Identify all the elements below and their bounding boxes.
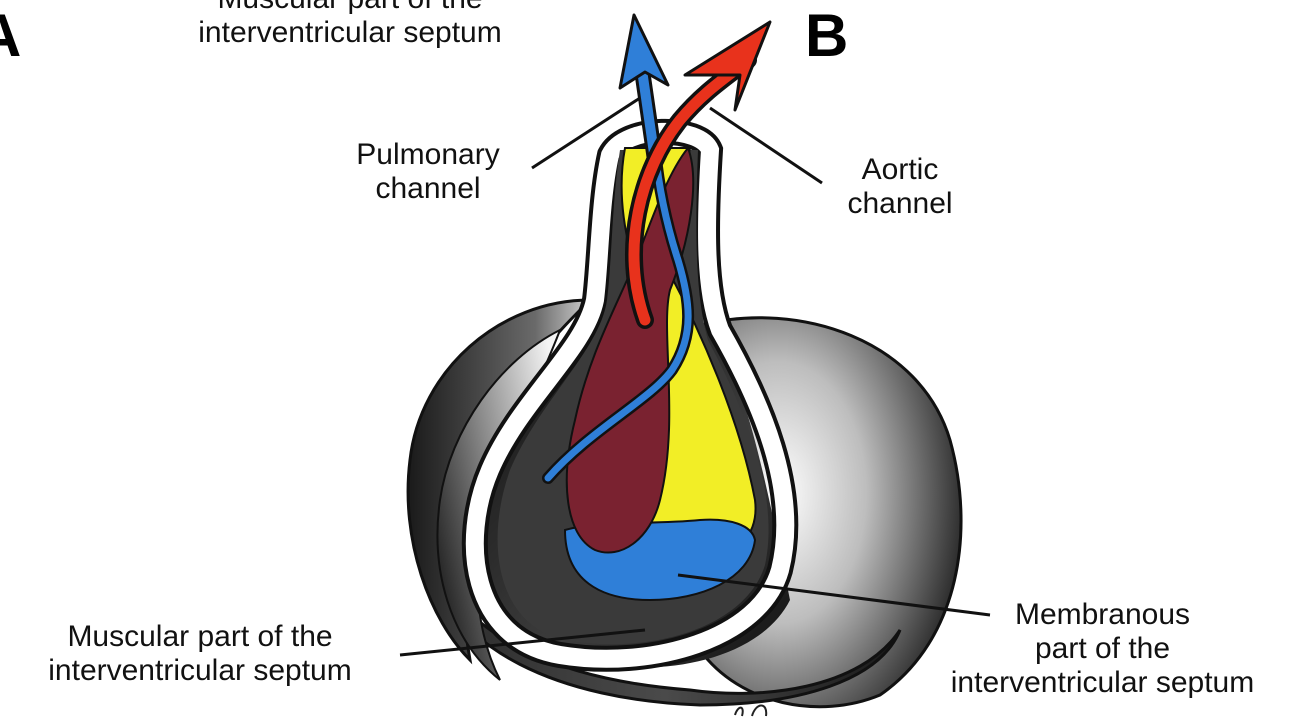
top-muscular-label-line1: Muscular part of the (150, 0, 550, 16)
pulmonary-channel-label: Pulmonary channel (328, 138, 528, 206)
aortic-channel-label: Aortic channel (820, 153, 980, 221)
muscular-label-line2: interventricular septum (0, 654, 400, 688)
pulmonary-label-line1: Pulmonary (328, 138, 528, 172)
panel-label-a: A (0, 6, 21, 66)
muscular-label-line1: Muscular part of the (0, 620, 400, 654)
signature-mark (735, 706, 766, 717)
aortic-label-line1: Aortic (820, 153, 980, 187)
top-muscular-label-line2: interventricular septum (150, 16, 550, 50)
panel-label-b: B (805, 6, 848, 66)
top-muscular-label: Muscular part of the interventricular se… (150, 0, 550, 50)
membranous-septum-label: Membranous part of the interventricular … (905, 598, 1300, 700)
pulmonary-label-line2: channel (328, 172, 528, 206)
aortic-label-line2: channel (820, 187, 980, 221)
muscular-septum-label: Muscular part of the interventricular se… (0, 620, 400, 688)
membranous-label-line1: Membranous (905, 598, 1300, 632)
aortic-leader-line (710, 108, 822, 183)
membranous-label-line2: part of the (905, 632, 1300, 666)
membranous-label-line3: interventricular septum (905, 666, 1300, 700)
